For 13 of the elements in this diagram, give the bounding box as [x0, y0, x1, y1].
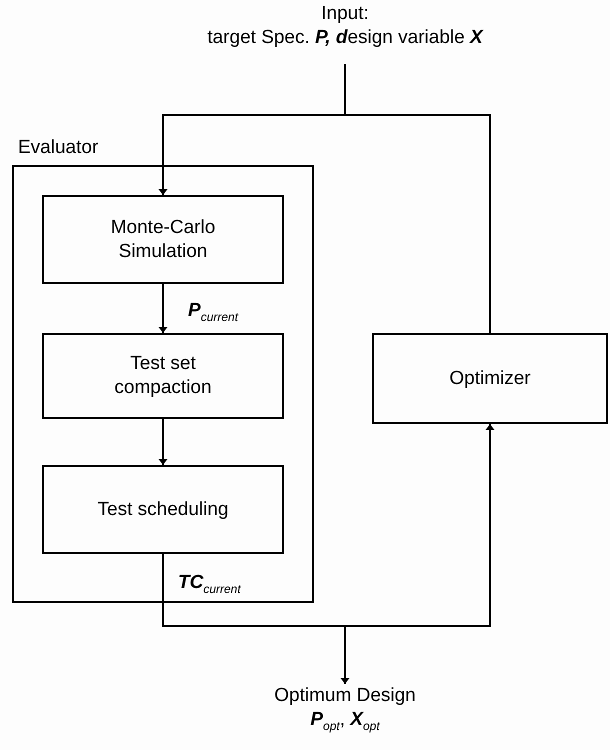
arrow — [160, 114, 491, 333]
process-box: Optimizer — [372, 333, 608, 424]
process-box: Monte-Carlo Simulation — [42, 195, 284, 284]
process-box: Test set compaction — [42, 333, 284, 419]
arrow — [162, 554, 348, 684]
output-label: Optimum Design — [274, 684, 416, 708]
input-label: target Spec. P, design variable X — [207, 26, 483, 50]
arrow — [160, 284, 166, 333]
output-label: P$_{opt}$, X$_{opt}$ — [310, 708, 380, 735]
group-title: Evaluator — [18, 137, 98, 159]
process-box: Test scheduling — [42, 465, 284, 554]
arrow — [160, 419, 166, 465]
input-label: Input: — [321, 2, 369, 26]
